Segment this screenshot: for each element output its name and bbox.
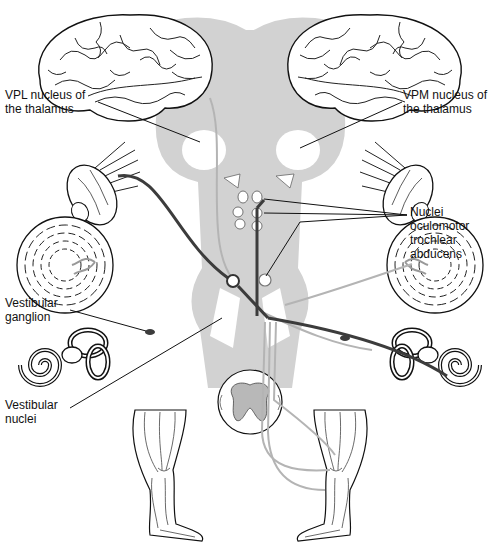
thalamic-nucleus bbox=[276, 174, 294, 188]
structure-label: Vestibular ganglion bbox=[5, 296, 75, 324]
leader-lines bbox=[70, 102, 407, 408]
pathway-node bbox=[259, 274, 271, 286]
left-inner-ear bbox=[20, 330, 108, 385]
vpl-nucleus bbox=[182, 130, 226, 170]
right-inner-ear bbox=[392, 330, 480, 385]
right-vestibular-ganglion bbox=[340, 335, 350, 341]
right-leg bbox=[297, 410, 367, 541]
thalamic-nucleus bbox=[224, 174, 240, 188]
structure-label: Nuclei oculomotor trochlear abducens bbox=[410, 205, 485, 261]
pathway-node bbox=[227, 275, 239, 287]
light-pathways bbox=[210, 98, 412, 490]
vpm-nucleus bbox=[276, 130, 320, 170]
left-leg bbox=[133, 410, 203, 541]
structure-label: Vestibular nuclei bbox=[5, 398, 75, 426]
left-vestibular-nucleus bbox=[210, 288, 240, 348]
structure-label: VPL nucleus of the thalamus bbox=[5, 88, 100, 116]
dark-pathways bbox=[118, 175, 447, 376]
spinal-cord-section bbox=[218, 370, 282, 434]
structure-label: VPM nucleus of the thalamus bbox=[403, 88, 498, 116]
left-vestibular-ganglion bbox=[145, 329, 155, 335]
